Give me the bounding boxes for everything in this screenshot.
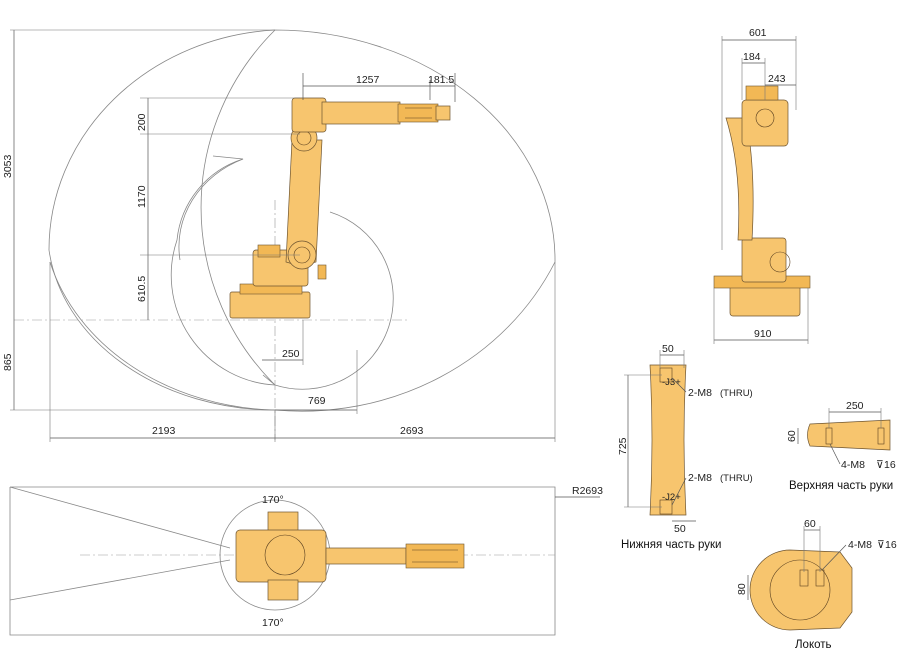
lower-arm-dim-50-top: 50 <box>662 343 674 355</box>
angle-bottom: 170° <box>262 617 284 629</box>
elbow-dim-60: 60 <box>804 518 816 530</box>
work-envelope-inner-right <box>274 211 394 390</box>
lower-arm-hole-top-note: (THRU) <box>720 388 753 399</box>
dim-200: 200 <box>136 113 148 131</box>
dim-243: 243 <box>768 73 786 85</box>
elbow-hole: 4-M8 <box>848 539 872 551</box>
elbow-caption: Локоть <box>795 639 832 651</box>
dim-910: 910 <box>754 328 772 340</box>
work-envelope-inner <box>170 158 276 386</box>
top-view: 170° 170° R2693 <box>9 485 603 636</box>
dim-2693: 2693 <box>400 425 424 437</box>
lower-arm-hole-bottom-note: (THRU) <box>720 473 753 484</box>
front-view: 601 184 243 910 <box>713 27 811 344</box>
work-envelope-inner-cut <box>178 155 244 261</box>
top-envelope <box>9 486 556 636</box>
dim-865: 865 <box>2 353 14 371</box>
lower-arm-caption: Нижняя часть руки <box>621 539 722 551</box>
dim-184: 184 <box>743 51 761 63</box>
dim-1170: 1170 <box>136 185 148 208</box>
elbow-depth-symbol: ⊽ <box>877 539 885 551</box>
work-envelope-outer-left <box>48 29 276 411</box>
mark-j2: -J2+ <box>662 492 681 503</box>
dim-1257: 1257 <box>356 74 380 86</box>
elbow-dim-80: 80 <box>736 583 748 595</box>
front-dimensions: 601 184 243 910 <box>713 27 809 344</box>
upper-arm-hole: 4-M8 <box>841 459 865 471</box>
elbow-depth: 16 <box>885 539 897 551</box>
dim-3053: 3053 <box>2 154 14 178</box>
upper-arm-depth: 16 <box>884 459 896 471</box>
work-envelope-bottom-cut <box>262 374 276 386</box>
lower-arm-hole-bottom: 2-M8 <box>688 472 712 484</box>
radius-label: R2693 <box>572 485 603 497</box>
angle-top: 170° <box>262 494 284 506</box>
upper-arm-dim-250: 250 <box>846 400 864 412</box>
upper-arm-depth-symbol: ⊽ <box>876 459 884 471</box>
robot-front <box>713 85 811 317</box>
upper-arm-dim-60: 60 <box>786 430 798 442</box>
work-envelope-outer <box>49 29 556 412</box>
upper-arm-detail: 250 60 4-M8 ⊽ 16 Верхняя часть руки <box>786 400 896 492</box>
elbow-detail: 60 80 4-M8 ⊽ 16 Локоть <box>736 518 897 651</box>
dim-601: 601 <box>749 27 767 39</box>
dim-2193: 2193 <box>152 425 176 437</box>
dim-769: 769 <box>308 395 326 407</box>
side-dimensions: 1257 181.5 200 1170 610.5 3053 865 250 7… <box>2 29 556 442</box>
side-view: 1257 181.5 200 1170 610.5 3053 865 250 7… <box>2 29 556 442</box>
dim-181-5: 181.5 <box>428 74 454 86</box>
robot-top <box>235 511 465 601</box>
dim-610-5: 610.5 <box>136 276 148 302</box>
mark-j3: -J3+ <box>662 377 681 388</box>
lower-arm-detail: -J3+ -J2+ 50 50 725 2-M8 (THRU) 2-M8 (TH… <box>617 343 753 551</box>
dim-250: 250 <box>282 348 300 360</box>
upper-arm-caption: Верхняя часть руки <box>789 480 893 492</box>
robot-side <box>229 97 451 319</box>
lower-arm-hole-top: 2-M8 <box>688 387 712 399</box>
lower-arm-dim-50-bottom: 50 <box>674 523 686 535</box>
lower-arm-dim-725: 725 <box>617 437 629 455</box>
